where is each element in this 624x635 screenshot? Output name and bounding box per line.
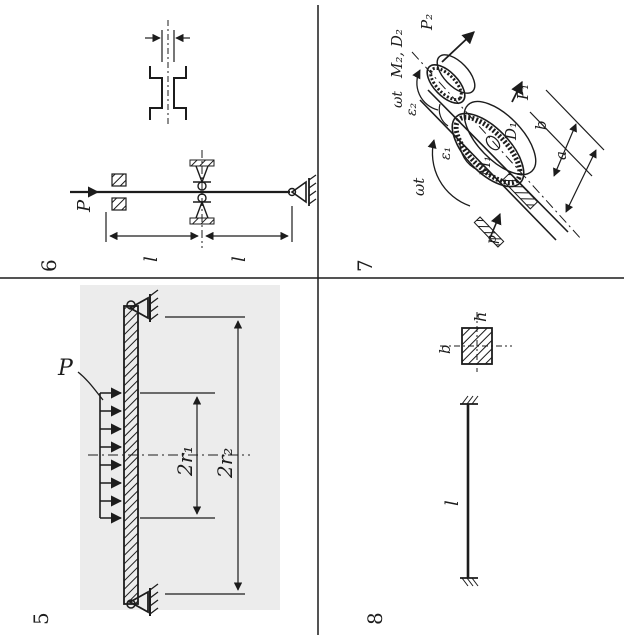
axial-dimensions <box>529 89 605 213</box>
length-label: l <box>442 500 463 506</box>
section-b-label: b <box>436 344 454 354</box>
guide-block-bottom <box>111 197 127 211</box>
gear-top-label: M₂, D₂ <box>388 29 406 79</box>
length-dimensions <box>105 206 293 242</box>
force-label: P <box>74 199 95 213</box>
panel-5-number: 5 <box>29 612 53 625</box>
base-hatch <box>473 216 505 248</box>
a-label: a <box>552 151 570 160</box>
shaft-axis <box>411 51 583 241</box>
large-gear <box>451 100 537 188</box>
right-pin-support <box>287 174 317 206</box>
gear-shaft-upper <box>427 89 569 233</box>
length-label-b: l <box>229 256 250 262</box>
d1-label: D₁ <box>502 122 520 141</box>
panel-7-number: 7 <box>353 259 377 272</box>
panel-8-number: 8 <box>363 612 387 625</box>
eps1-label: ε₁ <box>438 147 454 160</box>
force-p1-arrow <box>511 80 523 103</box>
pin-support-top <box>128 289 159 322</box>
inner-span-label: 2r₁ <box>173 446 197 477</box>
inner-span-dimension <box>140 392 215 519</box>
wt-label-bottom: ωt <box>410 177 428 196</box>
outer-span-label: 2r₂ <box>213 448 237 479</box>
panel-8: 8 l b h <box>363 312 512 625</box>
outer-span-dimension <box>165 316 245 595</box>
load-leader <box>77 371 104 401</box>
fixed-support-bottom <box>460 577 479 587</box>
panel-6: 6 P <box>37 20 317 272</box>
p1-label: P₁ <box>514 84 532 101</box>
panel-7: 7 <box>353 14 605 272</box>
panel-5: 5 <box>29 285 280 625</box>
force-p-arrow <box>489 212 502 239</box>
panel-6-number: 6 <box>37 259 61 272</box>
distributed-load-arrows <box>99 387 123 524</box>
wt-label-top: ωt <box>390 91 406 108</box>
b-label: b <box>532 120 550 130</box>
fixed-support-top <box>460 395 479 405</box>
eps2-label: ε₂ <box>404 102 420 116</box>
small-gear <box>426 54 476 104</box>
pin-support-bottom <box>128 583 159 616</box>
bearing-block <box>501 172 539 210</box>
guide-block-top <box>111 173 127 187</box>
rotation-arc-large <box>427 139 471 207</box>
gear-shaft-lower <box>419 99 557 241</box>
p2-label: P₂ <box>418 14 436 31</box>
accel-arc-1 <box>459 139 479 171</box>
load-label: P <box>57 356 74 381</box>
cross-section-sketch <box>145 20 190 125</box>
length-label-a: l <box>141 256 162 262</box>
force-p2-arrow <box>441 31 475 63</box>
p-label: p <box>484 235 500 244</box>
rotation-arc-small <box>412 69 439 111</box>
accel-arc-2 <box>438 103 449 127</box>
section-h-label: h <box>471 312 490 322</box>
m1-label: M₁ <box>478 156 494 177</box>
